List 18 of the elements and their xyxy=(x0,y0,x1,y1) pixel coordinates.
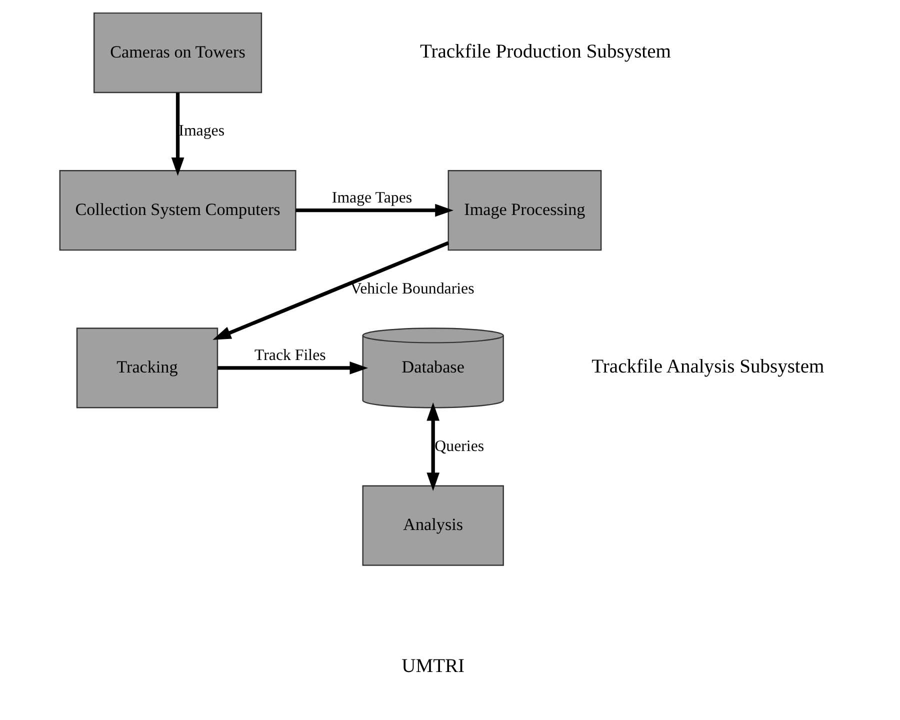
label: Trackfile Production Subsystem xyxy=(419,41,670,62)
edge-label: Images xyxy=(178,122,224,140)
node-box: Image Processing xyxy=(447,170,602,251)
label: Trackfile Analysis Subsystem xyxy=(591,356,824,378)
node-box: Tracking xyxy=(76,328,218,408)
edge-label: Image Tapes xyxy=(331,189,412,206)
arrow xyxy=(295,204,453,217)
edge-label: Queries xyxy=(434,438,484,455)
node-box: Collection System Computers xyxy=(58,170,296,251)
node-box: Analysis xyxy=(362,485,504,566)
edge-label: Track Files xyxy=(254,346,326,364)
arrow xyxy=(217,362,368,374)
arrow xyxy=(426,402,440,492)
label: UMTRI xyxy=(401,656,464,677)
edge-label: Vehicle Boundaries xyxy=(350,280,474,298)
node-box: Cameras on Towers xyxy=(92,12,262,94)
arrow xyxy=(212,241,449,340)
arrow xyxy=(170,92,184,176)
